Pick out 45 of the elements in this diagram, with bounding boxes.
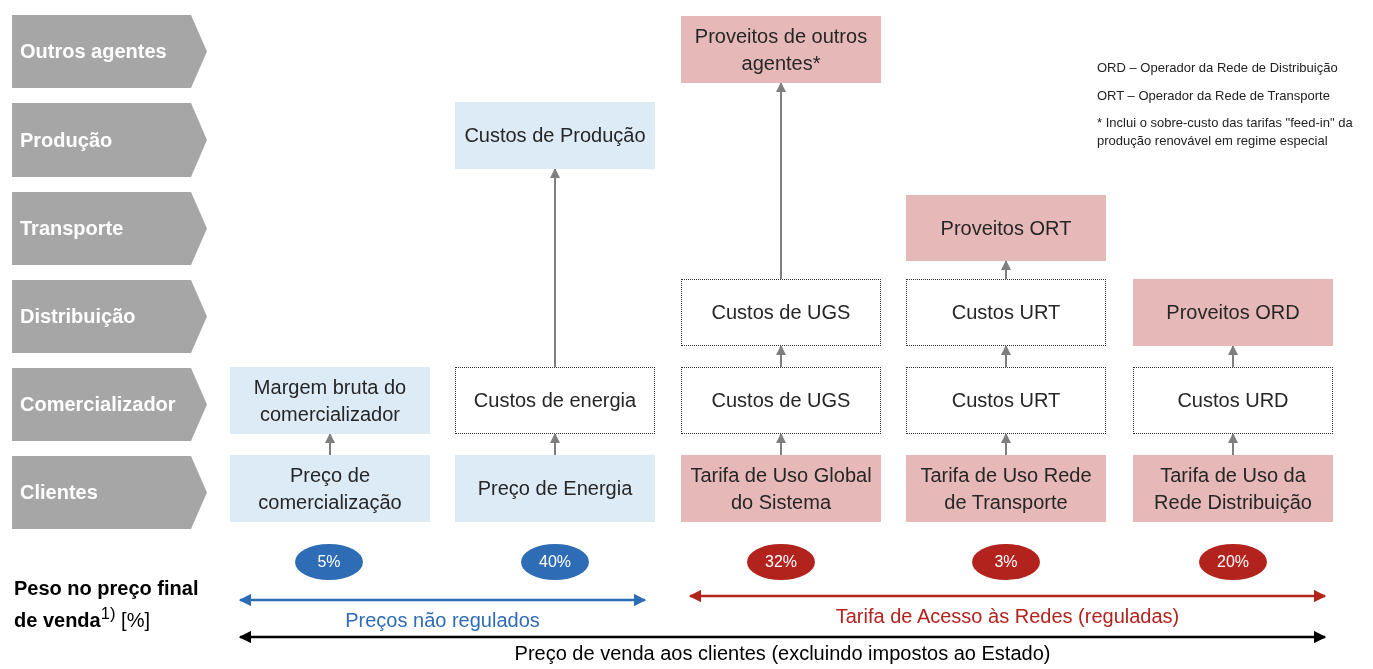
abbreviation-note: ORD – Operador da Rede de Distribuição: [1097, 59, 1339, 77]
row-header: Transporte: [12, 192, 207, 265]
abbreviation-note: ORT – Operador da Rede de Transporte: [1097, 87, 1331, 105]
revenue-box: Proveitos ORD: [1133, 279, 1333, 346]
arrow: [776, 345, 786, 368]
arrow: [1228, 345, 1238, 368]
row-header: Outros agentes: [12, 15, 207, 88]
row-header: Comercializador: [12, 368, 207, 441]
footnote: * Inclui o sobre-custo das tarifas "feed-in" da produção renovável em regime especial: [1097, 114, 1354, 150]
arrow: [325, 433, 335, 456]
span-label: Preço de venda aos clientes (excluindo impostos ao Estado): [513, 641, 1052, 666]
arrow: [1001, 260, 1011, 280]
row-header: Produção: [12, 103, 207, 177]
tariff-box: Tarifa de Uso da Rede Distribuição: [1133, 455, 1333, 522]
arrow: [550, 433, 560, 456]
percentage-oval: 20%: [1199, 544, 1267, 580]
row-label: Peso no preço final de venda$^{1)}$ [%]: [14, 576, 200, 633]
arrow: [776, 82, 786, 280]
span-label: Preços não regulados: [344, 608, 541, 633]
percentage-oval: 3%: [972, 544, 1040, 580]
span-label: Tarifa de Acesso às Redes (reguladas): [834, 604, 1181, 629]
arrow: [550, 168, 560, 368]
cost-box: Custos URT: [906, 367, 1106, 434]
row-header: Clientes: [12, 456, 207, 529]
arrow: [776, 433, 786, 456]
cost-box: Margem bruta do comercializador: [230, 367, 430, 434]
cost-box: Custos de UGS: [681, 367, 881, 434]
price-box: Preço de Energia: [455, 455, 655, 522]
arrow: [1228, 433, 1238, 456]
cost-box: Custos de UGS: [681, 279, 881, 346]
arrow: [1001, 433, 1011, 456]
arrow: [1001, 345, 1011, 368]
percentage-oval: 5%: [295, 544, 363, 580]
revenue-box: Proveitos ORT: [906, 195, 1106, 261]
cost-box: Custos URT: [906, 279, 1106, 346]
price-box: Preço de comercialização: [230, 455, 430, 522]
cost-box: Custos URD: [1133, 367, 1333, 434]
tariff-box: Tarifa de Uso Global do Sistema: [681, 455, 881, 522]
row-header: Distribuição: [12, 280, 207, 353]
cost-box: Custos de energia: [455, 367, 655, 434]
tariff-box: Tarifa de Uso Rede de Transporte: [906, 455, 1106, 522]
percentage-oval: 32%: [747, 544, 815, 580]
percentage-oval: 40%: [521, 544, 589, 580]
revenue-box: Proveitos de outros agentes*: [681, 16, 881, 83]
cost-box: Custos de Produção: [455, 102, 655, 169]
